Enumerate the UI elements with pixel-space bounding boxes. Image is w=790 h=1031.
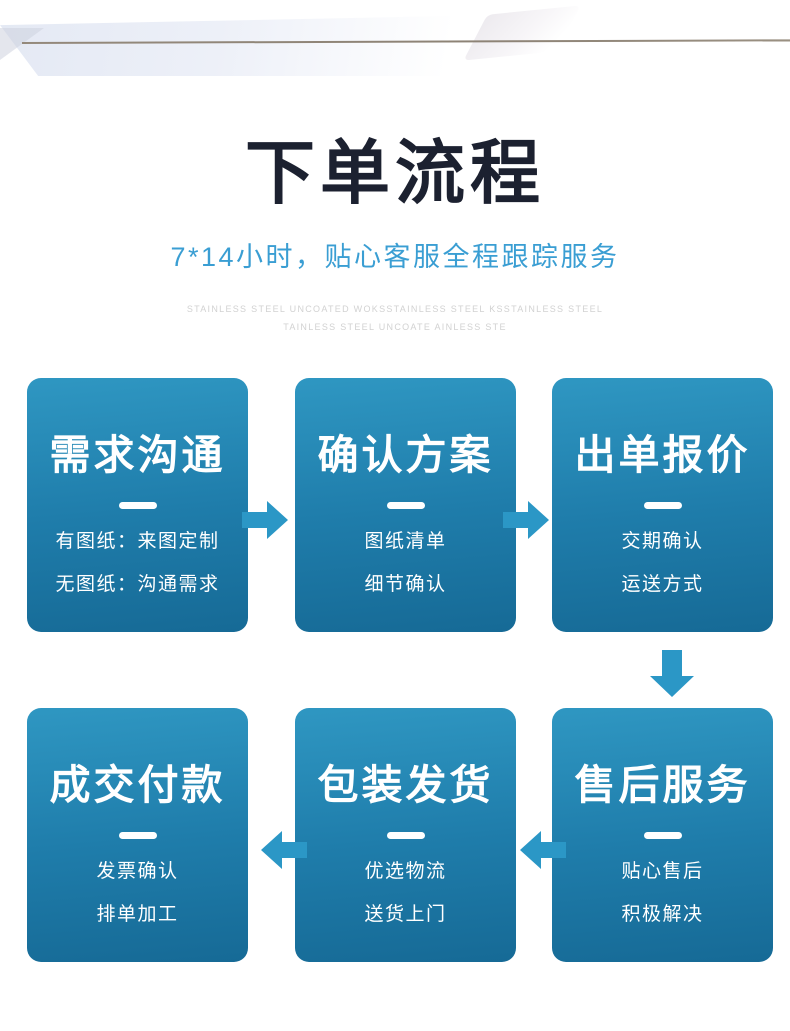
flow-card-detail: 交期确认 [621, 531, 704, 552]
flow-card-confirm-plan: 确认方案 图纸清单 细节确认 [295, 378, 516, 632]
flow-card-detail: 图纸清单 [364, 531, 447, 552]
header-decoration-band [0, 14, 545, 76]
watermark-text: STAINLESS STEEL UNCOATED WOKSSTAINLESS S… [0, 300, 790, 336]
flow-card-title: 包装发货 [317, 762, 494, 808]
flow-card-shipping: 包装发货 优选物流 送货上门 [295, 708, 516, 962]
flow-card-detail: 无图纸：沟通需求 [55, 574, 220, 595]
flow-card-title: 需求沟通 [49, 432, 226, 478]
flow-card-detail: 有图纸：来图定制 [55, 531, 220, 552]
flow-card-title: 出单报价 [574, 432, 751, 478]
header-decoration-fold [0, 28, 44, 60]
arrow-down-icon [650, 650, 694, 697]
divider-dash [643, 502, 682, 509]
divider-dash [386, 502, 425, 509]
flow-card-requirement: 需求沟通 有图纸：来图定制 无图纸：沟通需求 [27, 378, 248, 632]
flow-card-payment: 成交付款 发票确认 排单加工 [27, 708, 248, 962]
flow-card-detail: 发票确认 [96, 861, 179, 882]
arrow-right-icon [503, 501, 549, 539]
flow-card-title: 成交付款 [49, 762, 226, 808]
arrow-right-icon [242, 501, 288, 539]
flow-card-detail: 积极解决 [621, 904, 704, 925]
flow-card-aftersale: 售后服务 贴心售后 积极解决 [552, 708, 773, 962]
page-title: 下单流程 [245, 134, 545, 212]
flow-card-title: 售后服务 [574, 762, 751, 808]
flow-card-detail: 排单加工 [96, 904, 179, 925]
flow-card-detail: 优选物流 [364, 861, 447, 882]
arrow-left-icon [261, 831, 307, 869]
flow-card-detail: 贴心售后 [621, 861, 704, 882]
watermark-line-1: STAINLESS STEEL UNCOATED WOKSSTAINLESS S… [186, 304, 604, 314]
flow-card-detail: 送货上门 [364, 904, 447, 925]
divider-dash [118, 832, 157, 839]
flow-card-detail: 运送方式 [621, 574, 704, 595]
flow-card-quote: 出单报价 交期确认 运送方式 [552, 378, 773, 632]
watermark-line-2: TAINLESS STEEL UNCOATE AINLESS STE [283, 322, 507, 332]
divider-dash [643, 832, 682, 839]
divider-dash [386, 832, 425, 839]
flow-card-detail: 细节确认 [364, 574, 447, 595]
flow-card-title: 确认方案 [317, 432, 494, 478]
arrow-left-icon [520, 831, 566, 869]
page-subtitle: 7*14小时，贴心客服全程跟踪服务 [170, 242, 620, 272]
divider-dash [118, 502, 157, 509]
header-decoration-wisp [463, 5, 581, 61]
